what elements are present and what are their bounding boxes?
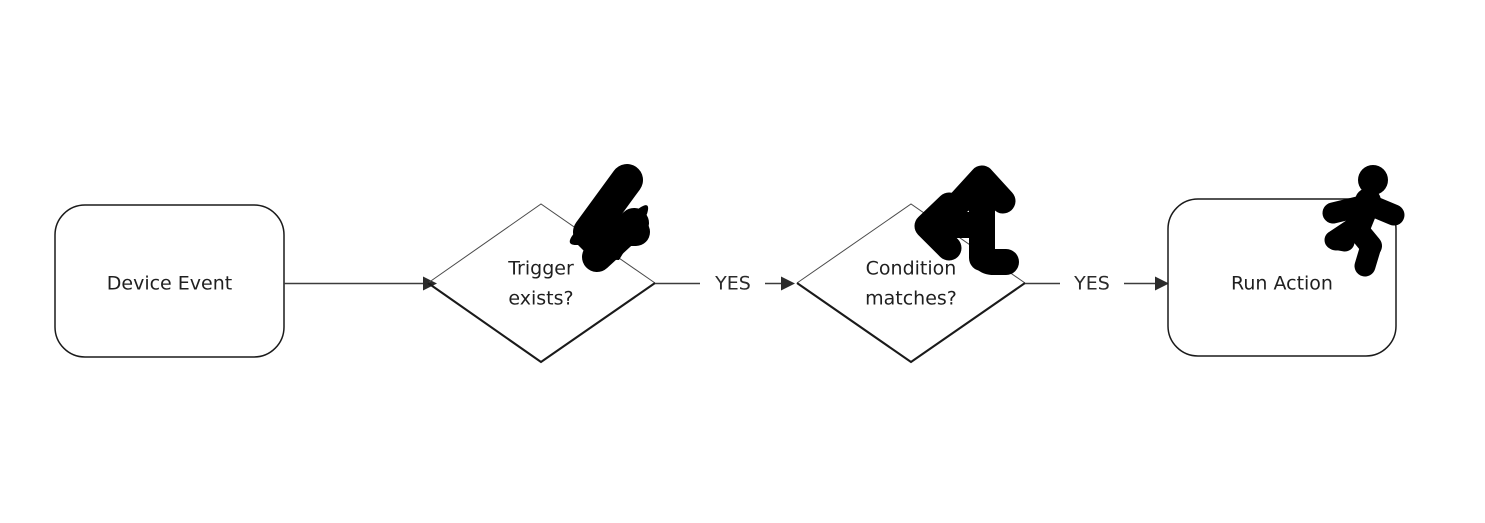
trigger-exists-label-line2: exists?	[508, 288, 573, 310]
trigger-diamond-lower-edges	[427, 282, 656, 364]
run-action-label: Run Action	[1231, 273, 1333, 295]
trigger-exists-label-line1: Trigger	[507, 258, 574, 280]
edge-trigger-to-condition: YES	[655, 273, 795, 295]
lightning-bolt-icon	[569, 164, 650, 272]
edge-trigger-to-condition-label: YES	[714, 273, 751, 295]
running-person-icon	[1322, 165, 1405, 277]
edge-trigger-to-condition-arrowhead	[781, 276, 795, 291]
device-event-box[interactable]	[54, 204, 285, 358]
node-trigger-exists[interactable]: Trigger exists?	[427, 203, 656, 364]
condition-matches-label-line2: matches?	[865, 288, 957, 310]
node-condition-matches[interactable]: Condition matches?	[796, 203, 1026, 364]
edge-event-to-trigger	[284, 276, 437, 291]
edge-condition-to-action-arrowhead	[1155, 276, 1169, 291]
edge-condition-to-action-label: YES	[1073, 273, 1110, 295]
device-event-label: Device Event	[107, 273, 232, 295]
edge-condition-to-action: YES	[1025, 273, 1169, 295]
node-device-event[interactable]: Device Event	[54, 204, 285, 358]
branch-arrows-icon	[914, 165, 1019, 275]
condition-diamond-lower-edges	[796, 282, 1026, 364]
running-person-head	[1358, 165, 1388, 195]
condition-matches-label-line1: Condition	[866, 258, 957, 280]
